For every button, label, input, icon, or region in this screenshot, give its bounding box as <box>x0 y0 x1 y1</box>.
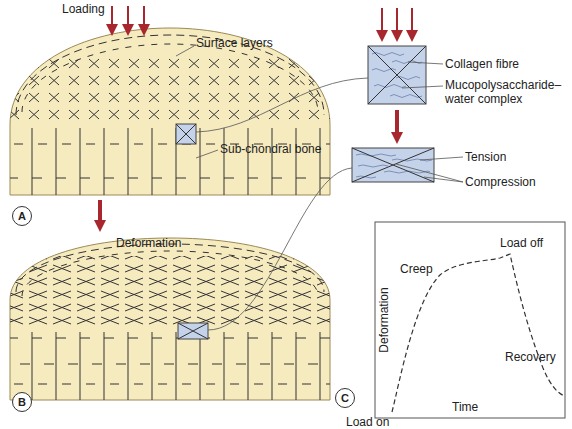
part-label: Sub-chondral bone <box>220 142 321 156</box>
zoom-element <box>368 46 426 104</box>
panel-letter: B <box>12 392 32 412</box>
axis-label: Deformation <box>377 287 391 352</box>
panel-letter: A <box>12 206 32 226</box>
phase-label: Creep <box>400 262 433 276</box>
panel-letter-text: C <box>341 392 349 404</box>
axis-label: Time <box>452 400 478 414</box>
force-label: Tension <box>465 150 506 164</box>
deformation-chart <box>375 222 565 418</box>
phase-label: Load off <box>500 236 543 250</box>
part-label: Mucopolysaccharide–water complex <box>445 78 567 106</box>
part-label: Surface layers <box>196 36 273 50</box>
cartilage-deformed <box>0 238 340 402</box>
compressed-element <box>352 148 434 182</box>
force-label: Compression <box>465 175 536 189</box>
deformation-label: Deformation <box>116 236 181 250</box>
panel-letter-text: B <box>18 396 26 408</box>
panel-letter: C <box>335 388 355 408</box>
phase-label: Load on <box>346 415 389 429</box>
part-label: Collagen fibre <box>445 57 519 71</box>
load-arrows <box>100 6 412 226</box>
panel-letter-text: A <box>18 210 26 222</box>
phase-label: Recovery <box>505 350 556 364</box>
load-label: Loading <box>62 2 105 16</box>
cartilage-unloaded <box>0 28 340 198</box>
